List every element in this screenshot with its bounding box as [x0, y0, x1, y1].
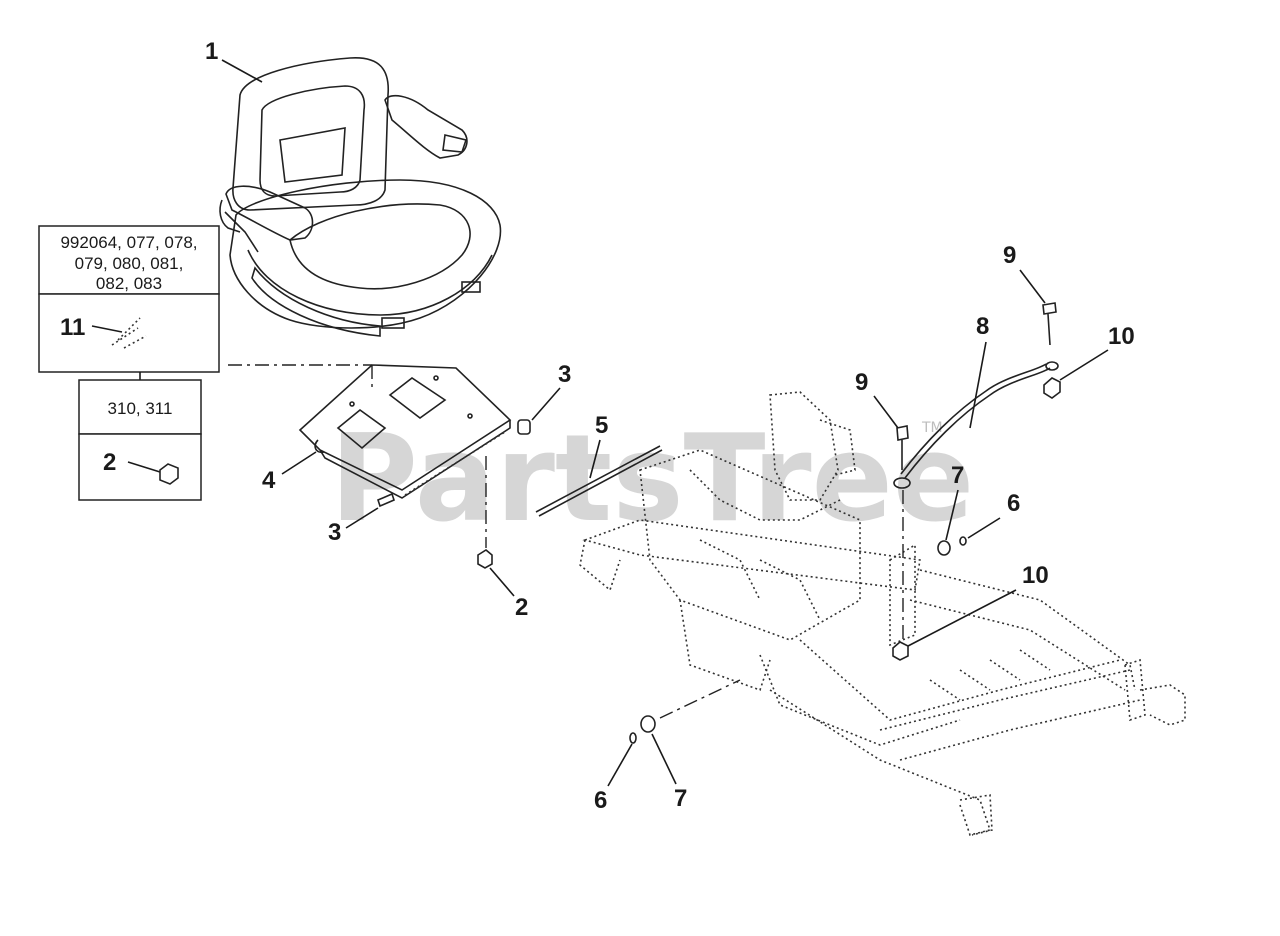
leader-6-right — [967, 517, 1001, 539]
callout-9-mid: 9 — [855, 369, 868, 396]
callout-7-bottom: 7 — [674, 785, 687, 812]
callout-6-bottom: 6 — [594, 787, 607, 814]
leader-1 — [221, 59, 263, 83]
callout-4: 4 — [262, 467, 276, 494]
mower-frame-drawing — [579, 391, 1186, 836]
model-line-3: 082, 083 — [96, 274, 162, 293]
watermark-trademark: TM — [921, 420, 943, 436]
leader-2-box — [127, 461, 161, 473]
washer-bottom-6-drawing — [629, 732, 637, 744]
model-box-lower: 310, 311 2 — [78, 372, 202, 501]
callout-10-top: 10 — [1108, 323, 1135, 350]
callout-2-box: 2 — [103, 449, 116, 476]
kit-sketch — [111, 317, 147, 349]
watermark-text: PartsTree — [330, 410, 974, 549]
bolt-mid-drawing — [896, 425, 909, 470]
leader-6-bottom — [607, 743, 633, 787]
callout-2-plate: 2 — [515, 594, 528, 621]
bolt-left-drawing — [377, 492, 395, 508]
cable-drawing — [893, 361, 1059, 489]
callout-11: 11 — [60, 314, 85, 341]
callout-3-left: 3 — [328, 519, 341, 546]
model-line-2: 079, 080, 081, — [75, 254, 184, 273]
callout-8: 8 — [976, 313, 989, 340]
model-box-upper: 992064, 077, 078, 079, 080, 081, 082, 08… — [38, 225, 220, 373]
callout-6-right: 6 — [1007, 490, 1020, 517]
washer-small-right-drawing — [959, 536, 967, 546]
leader-7-bottom — [651, 733, 677, 785]
leader-4 — [281, 451, 317, 475]
leader-8 — [969, 341, 987, 429]
leader-2-plate — [489, 567, 515, 597]
leader-10-top — [1059, 349, 1109, 381]
shaft-drawing — [535, 445, 663, 517]
model-lower-text: 310, 311 — [108, 399, 173, 418]
leader-3-left — [345, 507, 379, 529]
callout-7-right: 7 — [951, 462, 964, 489]
nut-icon — [159, 463, 179, 485]
callout-5: 5 — [595, 412, 608, 439]
callout-3-right: 3 — [558, 361, 571, 388]
leader-7-right — [945, 489, 959, 541]
leader-9-mid — [873, 395, 899, 429]
leader-9-top — [1019, 269, 1046, 304]
leader-11 — [91, 325, 123, 333]
nut-top-right-drawing — [1043, 377, 1061, 399]
seat-drawing — [219, 57, 502, 337]
washer-right-drawing — [937, 540, 951, 556]
callout-10-lower: 10 — [1022, 562, 1049, 589]
model-line-1: 992064, 077, 078, — [60, 233, 197, 252]
bushing-drawing — [517, 419, 531, 435]
callout-1: 1 — [205, 38, 218, 65]
nut-lower-drawing — [892, 641, 909, 661]
seat-plate-drawing — [298, 364, 512, 499]
callout-9-top: 9 — [1003, 242, 1016, 269]
washer-bottom-7-drawing — [640, 715, 656, 733]
leader-10-lower — [907, 589, 1017, 647]
leader-5 — [589, 439, 601, 479]
bolt-top-right-drawing — [1042, 302, 1057, 346]
nut-plate-drawing — [477, 549, 493, 569]
leader-3-right — [531, 387, 561, 421]
